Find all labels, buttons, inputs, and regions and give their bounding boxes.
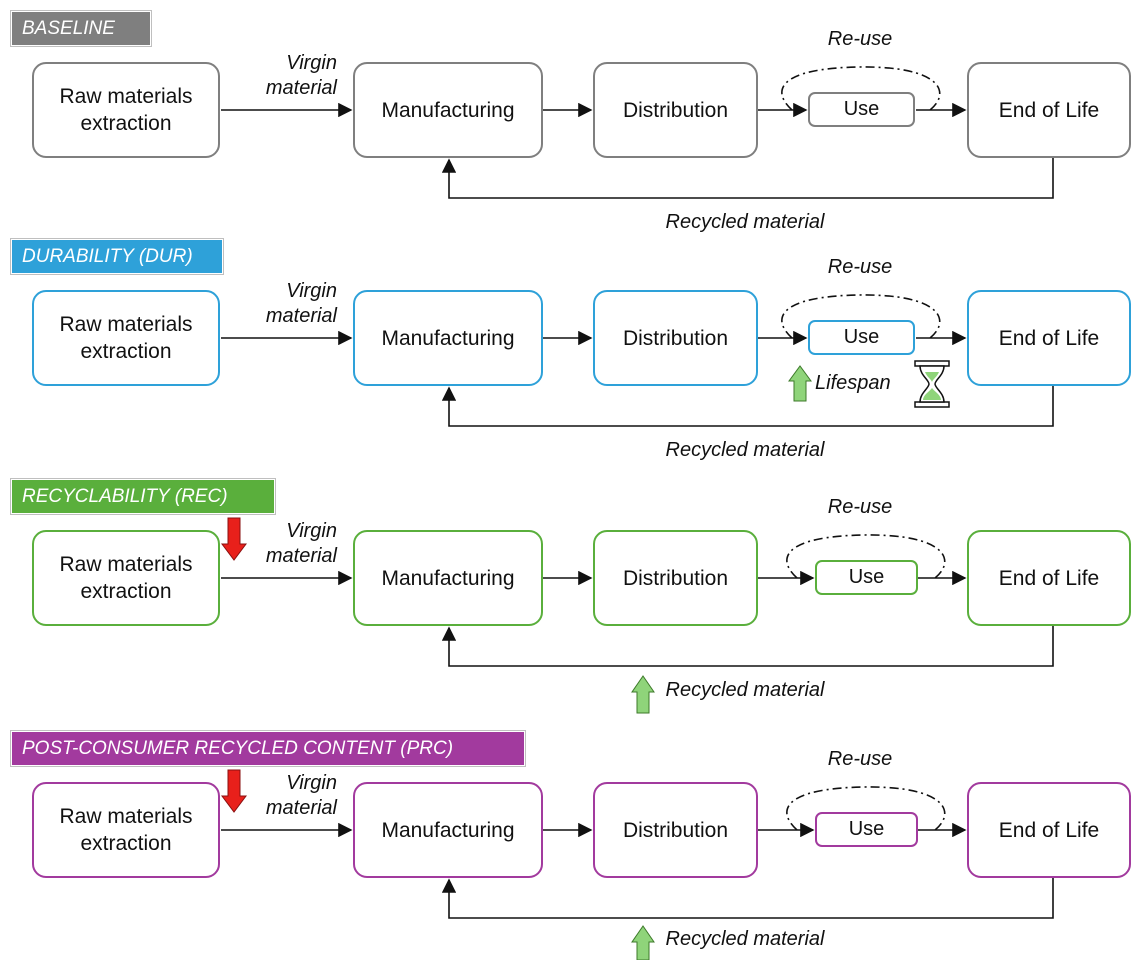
box-use: Use xyxy=(815,812,918,847)
reuse-loop xyxy=(786,786,946,831)
virgin-material-label: Virgin material xyxy=(265,52,337,99)
box-distribution: Distribution xyxy=(593,62,758,158)
down-arrow-icon xyxy=(221,517,247,561)
box-manufacturing: Manufacturing xyxy=(353,530,543,626)
box-manufacturing: Manufacturing xyxy=(353,62,543,158)
box-end-of-life: End of Life xyxy=(967,530,1131,626)
reuse-label: Re-use xyxy=(827,256,893,278)
reuse-label: Re-use xyxy=(827,748,893,770)
virgin-material-label: Virgin material xyxy=(265,280,337,327)
up-arrow-icon xyxy=(631,925,655,960)
box-use: Use xyxy=(808,92,915,127)
lifespan-label: Lifespan xyxy=(815,372,891,394)
box-distribution: Distribution xyxy=(593,782,758,878)
box-raw-materials: Raw materials extraction xyxy=(32,290,220,386)
box-manufacturing: Manufacturing xyxy=(353,290,543,386)
box-raw-materials: Raw materials extraction xyxy=(32,530,220,626)
box-raw-materials: Raw materials extraction xyxy=(32,62,220,158)
flow-connectors xyxy=(221,66,1054,199)
box-end-of-life: End of Life xyxy=(967,62,1131,158)
scenario-tag: RECYCLABILITY (REC) xyxy=(10,478,276,515)
scenario-durability: DURABILITY (DUR) Raw materials extractio… xyxy=(0,228,1131,468)
recycled-material-label: Recycled material xyxy=(665,439,825,461)
scenario-baseline: BASELINE Raw materials extraction Manufa… xyxy=(0,0,1131,240)
flow-connectors xyxy=(221,769,1054,960)
virgin-material-label: Virgin material xyxy=(265,772,337,819)
flow-connectors xyxy=(221,517,1054,714)
recycling-loop-arrow xyxy=(441,386,1054,427)
box-manufacturing: Manufacturing xyxy=(353,782,543,878)
up-arrow-icon xyxy=(631,675,655,714)
recycled-material-label: Recycled material xyxy=(665,211,825,233)
flow-connectors xyxy=(221,294,1054,427)
recycling-loop-arrow xyxy=(441,158,1054,199)
box-raw-materials: Raw materials extraction xyxy=(32,782,220,878)
recycled-material-label: Recycled material xyxy=(665,928,825,950)
reuse-loop xyxy=(786,534,946,579)
recycled-material-label: Recycled material xyxy=(665,679,825,701)
scenario-tag: DURABILITY (DUR) xyxy=(10,238,224,275)
virgin-material-label: Virgin material xyxy=(265,520,337,567)
recycling-loop-arrow xyxy=(441,626,1054,667)
up-arrow-icon xyxy=(788,365,812,402)
reuse-label: Re-use xyxy=(827,496,893,518)
reuse-loop xyxy=(781,294,941,339)
box-use: Use xyxy=(808,320,915,355)
hourglass-icon xyxy=(914,360,950,408)
recycling-loop-arrow xyxy=(441,878,1054,919)
scenario-recyclability: RECYCLABILITY (REC) Raw materials extrac… xyxy=(0,468,1131,714)
scenario-tag: BASELINE xyxy=(10,10,152,47)
box-end-of-life: End of Life xyxy=(967,782,1131,878)
down-arrow-icon xyxy=(221,769,247,813)
box-distribution: Distribution xyxy=(593,530,758,626)
scenario-tag: POST-CONSUMER RECYCLED CONTENT (PRC) xyxy=(10,730,526,767)
reuse-loop xyxy=(781,66,941,111)
box-distribution: Distribution xyxy=(593,290,758,386)
box-use: Use xyxy=(815,560,918,595)
box-end-of-life: End of Life xyxy=(967,290,1131,386)
scenario-post-consumer-recycled-content: POST-CONSUMER RECYCLED CONTENT (PRC) Raw… xyxy=(0,720,1131,960)
reuse-label: Re-use xyxy=(827,28,893,50)
